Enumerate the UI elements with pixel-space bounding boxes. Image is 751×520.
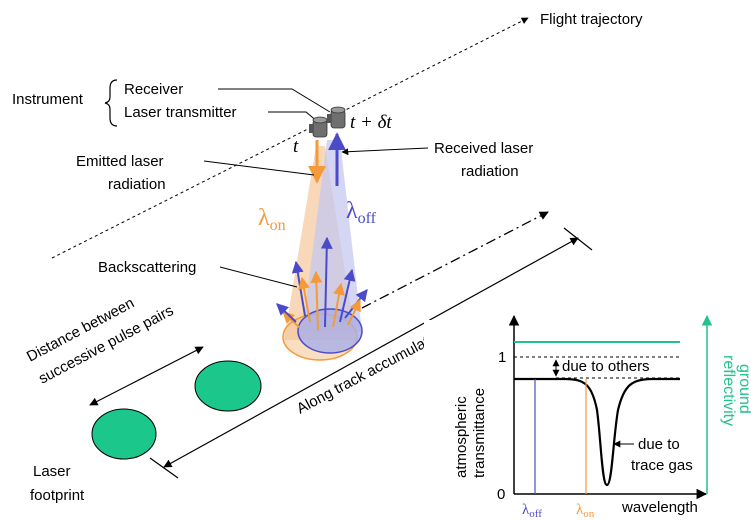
tick-0-label: 0 bbox=[497, 486, 505, 503]
inset-lambda-off: λoff bbox=[522, 502, 542, 520]
backscattering-label: Backscattering bbox=[98, 259, 196, 276]
satellite-t bbox=[309, 116, 328, 138]
lambda-on-label: λon bbox=[258, 205, 286, 234]
inset-ylabel-line2: transmittance bbox=[471, 388, 488, 478]
inset-plot: due to others due to trace gas 1 0 atmos… bbox=[424, 314, 751, 520]
emitted-label-line2: radiation bbox=[108, 176, 166, 193]
along-track-tick-end bbox=[563, 227, 593, 251]
along-track-arrow bbox=[163, 237, 579, 468]
distance-arrow bbox=[89, 346, 204, 406]
receiver-leader bbox=[218, 88, 331, 113]
trace-gas-label-line2: trace gas bbox=[631, 457, 693, 474]
emitted-leader bbox=[203, 160, 315, 176]
time-t-dt-label: t + δt bbox=[350, 112, 392, 133]
due-to-others-label: due to others bbox=[562, 358, 650, 375]
received-label-line1: Received laser bbox=[434, 140, 533, 157]
inset-ylabel-line1: atmospheric bbox=[453, 396, 470, 478]
footprint-near bbox=[91, 408, 157, 460]
inset-y2label-line2: reflectivity bbox=[720, 355, 737, 426]
tick-1-label: 1 bbox=[498, 349, 506, 366]
track-line bbox=[361, 211, 549, 309]
inset-y2label-line1: ground bbox=[736, 364, 751, 414]
footprint-far bbox=[194, 360, 262, 412]
received-leader bbox=[341, 147, 429, 156]
flight-trajectory-label: Flight trajectory bbox=[540, 11, 643, 28]
footprint-label-line1: Laser bbox=[33, 463, 71, 480]
instrument-label: Instrument bbox=[12, 91, 84, 108]
along-track-tick-start bbox=[149, 457, 179, 479]
footprint-label-line2: footprint bbox=[30, 487, 85, 504]
transmitter-leader bbox=[268, 111, 319, 123]
backscattering-leader bbox=[219, 266, 298, 288]
inset-lambda-on: λon bbox=[576, 502, 595, 520]
transmittance-curve bbox=[514, 377, 680, 487]
time-t-label: t bbox=[293, 136, 299, 157]
emitted-label-line1: Emitted laser bbox=[76, 153, 164, 170]
received-label-line2: radiation bbox=[461, 163, 519, 180]
inset-xlabel: wavelength bbox=[621, 499, 698, 516]
receiver-label: Receiver bbox=[124, 81, 183, 98]
flight-trajectory-line bbox=[51, 17, 529, 259]
instrument-brace bbox=[104, 79, 118, 127]
lambda-off-label: λoff bbox=[346, 198, 377, 227]
laser-transmitter-label: Laser transmitter bbox=[124, 104, 237, 121]
trace-gas-label-line1: due to bbox=[638, 436, 680, 453]
satellite-t-dt bbox=[327, 106, 346, 129]
